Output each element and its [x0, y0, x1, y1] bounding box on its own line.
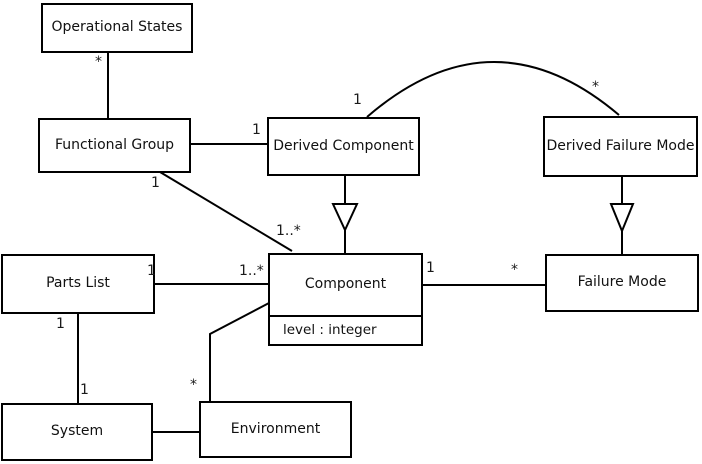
multiplicity-label: 1 [151, 175, 160, 191]
class-name: Parts List [46, 275, 110, 292]
multiplicity-label: 1 [426, 260, 435, 276]
class-name: Derived Component [273, 137, 414, 154]
multiplicity-label: 1 [80, 382, 89, 398]
class-box-system: System [1, 403, 153, 461]
class-name: Failure Mode [577, 274, 667, 291]
generalization-triangle-component [331, 203, 359, 233]
multiplicity-label: 1 [252, 122, 261, 138]
multiplicity-label: * [190, 377, 197, 393]
multiplicity-label: * [511, 262, 518, 278]
edge-derivedcomponent-derivedfailuremode-arc [366, 61, 620, 118]
multiplicity-label: 1 [353, 92, 362, 108]
class-box-functional-group: Functional Group [38, 118, 191, 173]
class-box-operational-states: Operational States [41, 3, 193, 53]
component-name-compartment: Component [270, 255, 421, 317]
multiplicity-label: 1 [147, 263, 156, 279]
multiplicity-label: 1..* [276, 223, 301, 239]
class-name: Derived Failure Mode [546, 137, 695, 154]
class-name: Operational States [51, 19, 183, 36]
class-attribute: level : integer [283, 322, 377, 339]
class-box-failure-mode: Failure Mode [545, 254, 699, 312]
class-box-derived-failure-mode: Derived Failure Mode [543, 116, 698, 177]
class-name: Functional Group [54, 136, 175, 153]
class-name: System [50, 423, 104, 440]
multiplicity-label: 1 [56, 316, 65, 332]
class-name: Environment [230, 420, 321, 437]
edge-component-environment [209, 302, 270, 401]
generalization-triangle-failuremode [609, 203, 635, 234]
multiplicity-label: * [95, 54, 102, 70]
class-box-derived-component: Derived Component [267, 117, 420, 176]
multiplicity-label: 1..* [239, 263, 264, 279]
class-box-component: Component level : integer [268, 253, 423, 346]
edge-functionalgroup-component [159, 171, 293, 252]
multiplicity-label: * [592, 79, 599, 95]
class-box-environment: Environment [199, 401, 352, 458]
class-name: Component [304, 276, 387, 293]
class-box-parts-list: Parts List [1, 254, 155, 314]
component-attribute-compartment: level : integer [270, 317, 421, 344]
